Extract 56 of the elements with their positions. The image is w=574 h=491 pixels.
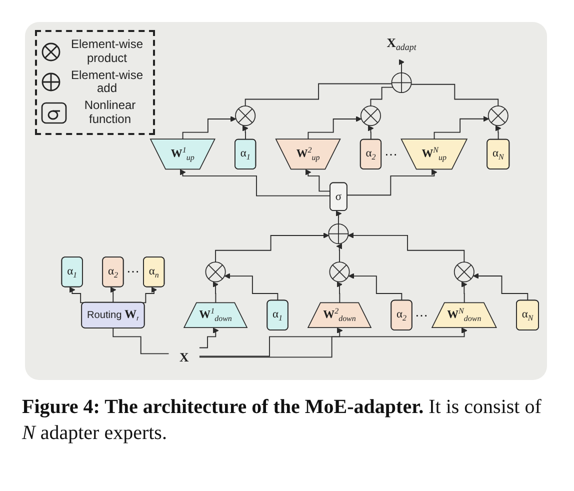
legend-label: Nonlinear function: [83, 99, 137, 127]
coefficient-box: α$_{2}$: [360, 138, 382, 170]
arrow: [198, 328, 342, 357]
multiply-circle: [360, 106, 381, 126]
arrow: [214, 232, 329, 263]
coefficient-box: α$_{2}$: [102, 256, 124, 288]
multiply-circle: [205, 262, 226, 282]
arrow: [434, 116, 489, 140]
input-label: X: [179, 350, 188, 365]
arrow: [398, 59, 404, 74]
arrow: [212, 282, 218, 304]
connector-line: [244, 83, 392, 106]
arrow: [242, 125, 248, 140]
ellipsis: ⋯: [415, 308, 428, 322]
add-circle: [328, 224, 348, 244]
arrow: [198, 328, 218, 348]
add-circle: [391, 72, 412, 93]
coefficient-box: α$_{n}$: [142, 256, 164, 288]
coefficient-box: α$_{1}$: [266, 300, 288, 330]
arrow: [182, 116, 236, 140]
connector-line: [112, 328, 169, 354]
arrow: [110, 286, 116, 304]
output-label: X$_{adapt}$: [386, 36, 416, 52]
coefficient-box: α$_{1}$: [61, 256, 83, 288]
arrow: [224, 273, 278, 302]
legend-label: Element-wise add: [70, 68, 144, 96]
legend-label: Element-wise product: [70, 38, 144, 66]
arrow: [346, 169, 438, 196]
process-box: Routing W$_{r}$: [80, 302, 145, 328]
arrow: [348, 232, 464, 263]
ellipsis: ⋯: [126, 265, 140, 278]
arrow: [305, 169, 331, 192]
ellipsis: ⋯: [384, 148, 398, 161]
coefficient-box: α$_{N}$: [516, 300, 539, 330]
connector-line: [410, 84, 498, 106]
arrow: [180, 169, 331, 196]
arrow: [472, 273, 528, 302]
coefficient-box: α$_{2}$: [390, 300, 412, 330]
coefficient-box: α$_{1}$: [234, 138, 256, 170]
multiply-circle: [488, 106, 508, 126]
arrow: [368, 125, 374, 140]
arrow: [198, 328, 468, 358]
arrow: [335, 210, 342, 224]
multiply-circle: [234, 106, 256, 126]
coefficient-box: α$_{N}$: [486, 138, 510, 170]
multiply-circle: [454, 262, 474, 282]
arrow: [336, 282, 342, 304]
multiply-circle: [329, 262, 350, 282]
arrow: [308, 116, 362, 140]
arrow: [460, 282, 467, 304]
figure-caption: Figure 4: The architecture of the MoE-adapter. It is consist of N adapter experts.: [22, 395, 542, 446]
arrow: [348, 273, 402, 302]
function-box: σ: [329, 182, 348, 211]
arrow: [494, 125, 501, 140]
arrow: [336, 243, 342, 263]
connector-line: [370, 86, 394, 106]
